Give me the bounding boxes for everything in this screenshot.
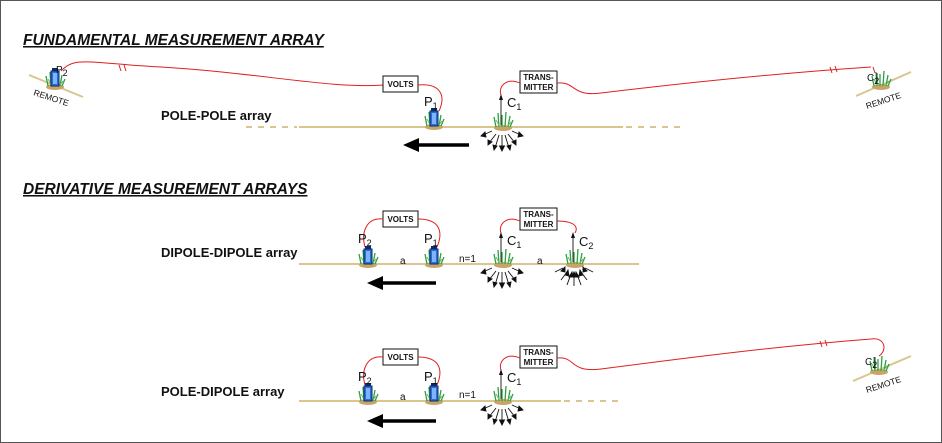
dd-c2-grass: [565, 248, 586, 269]
dd-wire-tx-c1: [499, 218, 521, 234]
pole-dipole-label: POLE-DIPOLE array: [161, 384, 285, 399]
wire-break-right: [829, 65, 838, 74]
pole-pole-array: P2 REMOTE C2 REMOTE VOLTS P1 TRANS- MITT…: [28, 61, 912, 152]
dd-p2-label: P2: [358, 231, 372, 248]
dd-volts-box-label: VOLTS: [387, 215, 414, 224]
wire-volts-p1: [417, 84, 443, 112]
remote-p2-label: P2: [56, 65, 68, 78]
dd-spacing-a-left: a: [400, 256, 406, 267]
p1-label: P1: [424, 94, 438, 111]
dd-transmitter-box: [519, 207, 558, 231]
pd-transmitter-box: [519, 345, 558, 369]
pd-transmitter-line1: TRANS-: [523, 348, 554, 357]
transmitter-box: [519, 70, 558, 94]
c1-current-arrows: [480, 130, 524, 152]
pd-wire-tx-c2: [556, 338, 885, 371]
transmitter-line2: MITTER: [524, 83, 554, 92]
pd-transmitter-line2: MITTER: [524, 358, 554, 367]
pd-p2-label: P2: [358, 369, 372, 386]
dd-transmitter-line1: TRANS-: [523, 210, 554, 219]
transmitter-line1: TRANS-: [523, 73, 554, 82]
fundamental-header: FUNDAMENTAL MEASUREMENT ARRAY: [23, 32, 325, 49]
volts-box-label: VOLTS: [387, 80, 414, 89]
wire-tx-c1: [499, 80, 521, 96]
dd-p1-label: P1: [424, 231, 438, 248]
pd-remote-c2-label: C2: [865, 357, 877, 370]
pd-wire-break: [819, 339, 828, 348]
pd-wire-volts-p1: [417, 356, 441, 386]
dd-transmitter-line2: MITTER: [524, 220, 554, 229]
wire-break-left: [118, 64, 127, 72]
remote-c2-label: C2: [867, 73, 879, 86]
pd-remote-label: REMOTE: [865, 374, 903, 395]
dd-p1-electrode: [425, 246, 444, 268]
dipole-dipole-label: DIPOLE-DIPOLE array: [161, 245, 298, 260]
wire-p2-volts: [60, 61, 384, 87]
c1-label: C1: [507, 95, 521, 112]
pd-p2-electrode: [359, 383, 378, 405]
wire-tx-c2: [556, 66, 872, 95]
pd-direction-arrow-head: [367, 414, 383, 428]
remote-label-right: REMOTE: [865, 90, 903, 111]
direction-arrow-head: [403, 138, 419, 152]
pd-wire-volts-p2: [363, 356, 384, 386]
dd-c2-current-arrows: [554, 266, 594, 287]
pd-volts-box-label: VOLTS: [387, 353, 414, 362]
pd-p1-electrode: [425, 383, 444, 405]
p1-electrode: [425, 108, 444, 130]
dd-wire-tx-c2: [556, 220, 577, 234]
pole-dipole-array: VOLTS P2 P1 a n=1 TRANS- MITTER C1 C2 RE…: [299, 338, 912, 428]
volts-box: [382, 75, 419, 93]
pd-spacing-a: a: [400, 392, 406, 403]
dd-c1-grass: [493, 248, 514, 269]
c1-grass: [493, 111, 514, 132]
dd-p2-electrode: [359, 246, 378, 268]
dd-wire-volts-p2: [363, 218, 384, 248]
dipole-dipole-array: VOLTS P2 P1 a n=1 TRANS- MITTER C1 a C2: [299, 207, 639, 290]
dd-direction-arrow-head: [367, 276, 383, 290]
derivative-header: DERIVATIVE MEASUREMENT ARRAYS: [23, 181, 308, 198]
pd-n-label: n=1: [459, 390, 476, 401]
pd-wire-tx-c1: [499, 355, 521, 371]
pd-p1-label: P1: [424, 369, 438, 386]
pole-pole-label: POLE-POLE array: [161, 108, 272, 123]
dd-n-label: n=1: [459, 254, 476, 265]
pd-c1-current-arrows: [480, 404, 524, 426]
dd-c1-current-arrows: [480, 267, 524, 289]
dd-spacing-a-right: a: [537, 256, 543, 267]
dd-c1-label: C1: [507, 233, 521, 250]
dd-c2-label: C2: [579, 234, 593, 251]
dd-wire-volts-p1: [417, 218, 441, 248]
pd-remote-ground: [852, 355, 912, 382]
pd-c1-label: C1: [507, 370, 521, 387]
pd-c1-grass: [493, 385, 514, 406]
